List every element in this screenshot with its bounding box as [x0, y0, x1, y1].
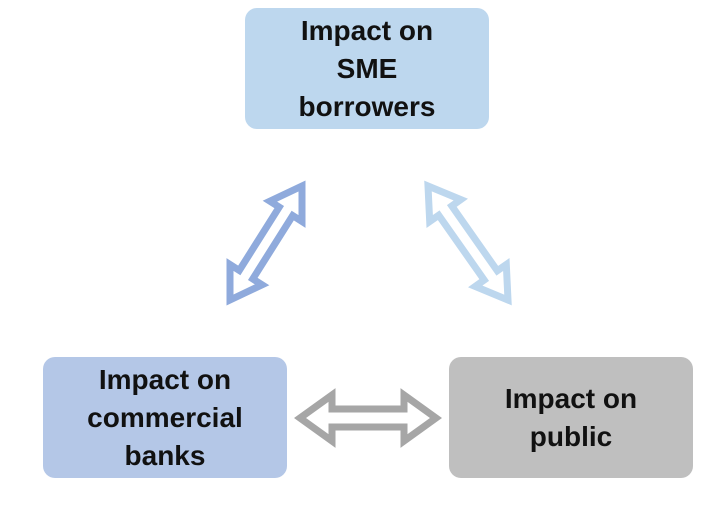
- node-label-sme: Impact on SME borrowers: [298, 14, 436, 122]
- double-arrow-banks-sme: [226, 180, 306, 306]
- node-impact-on-public: Impact on public: [449, 357, 693, 478]
- node-impact-on-commercial-banks: Impact on commercial banks: [43, 357, 287, 478]
- node-label-public: Impact on public: [504, 382, 638, 452]
- double-arrow-sme-public: [424, 180, 512, 306]
- node-impact-on-sme-borrowers: Impact on SME borrowers: [245, 8, 489, 129]
- node-label-banks: Impact on commercial banks: [87, 363, 243, 471]
- double-arrow-banks-public: [294, 388, 442, 448]
